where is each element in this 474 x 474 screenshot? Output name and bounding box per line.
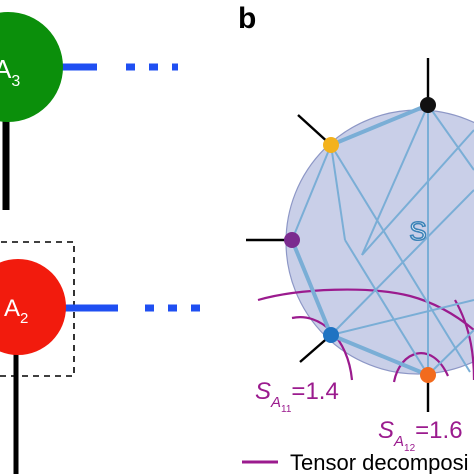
node-a2: A2 [0,241,200,474]
network-disc [285,109,474,375]
node-a3: A3 [0,12,178,210]
network-edges [290,103,474,377]
network-node-orange [420,367,436,383]
network-node-top [420,97,436,113]
a3-label: A3 [0,54,20,90]
cut-arc-outer [257,288,474,331]
a2-tensor-circle [0,259,66,355]
legend-text: Tensor decomposi [290,450,469,474]
a3-tensor-circle [0,12,63,122]
network-node-purple [284,232,300,248]
network-node-blue [323,327,339,343]
panel-b-label: b [238,2,256,35]
network-node-yellow [323,137,339,153]
network-center-label: S [409,216,426,246]
entropy-label-a12: SA12=1.6 [378,417,463,454]
cut-arc-a12-left [392,352,450,383]
a2-label: A2 [4,295,28,327]
entropy-label-a11: SA11=1.4 [255,378,339,415]
